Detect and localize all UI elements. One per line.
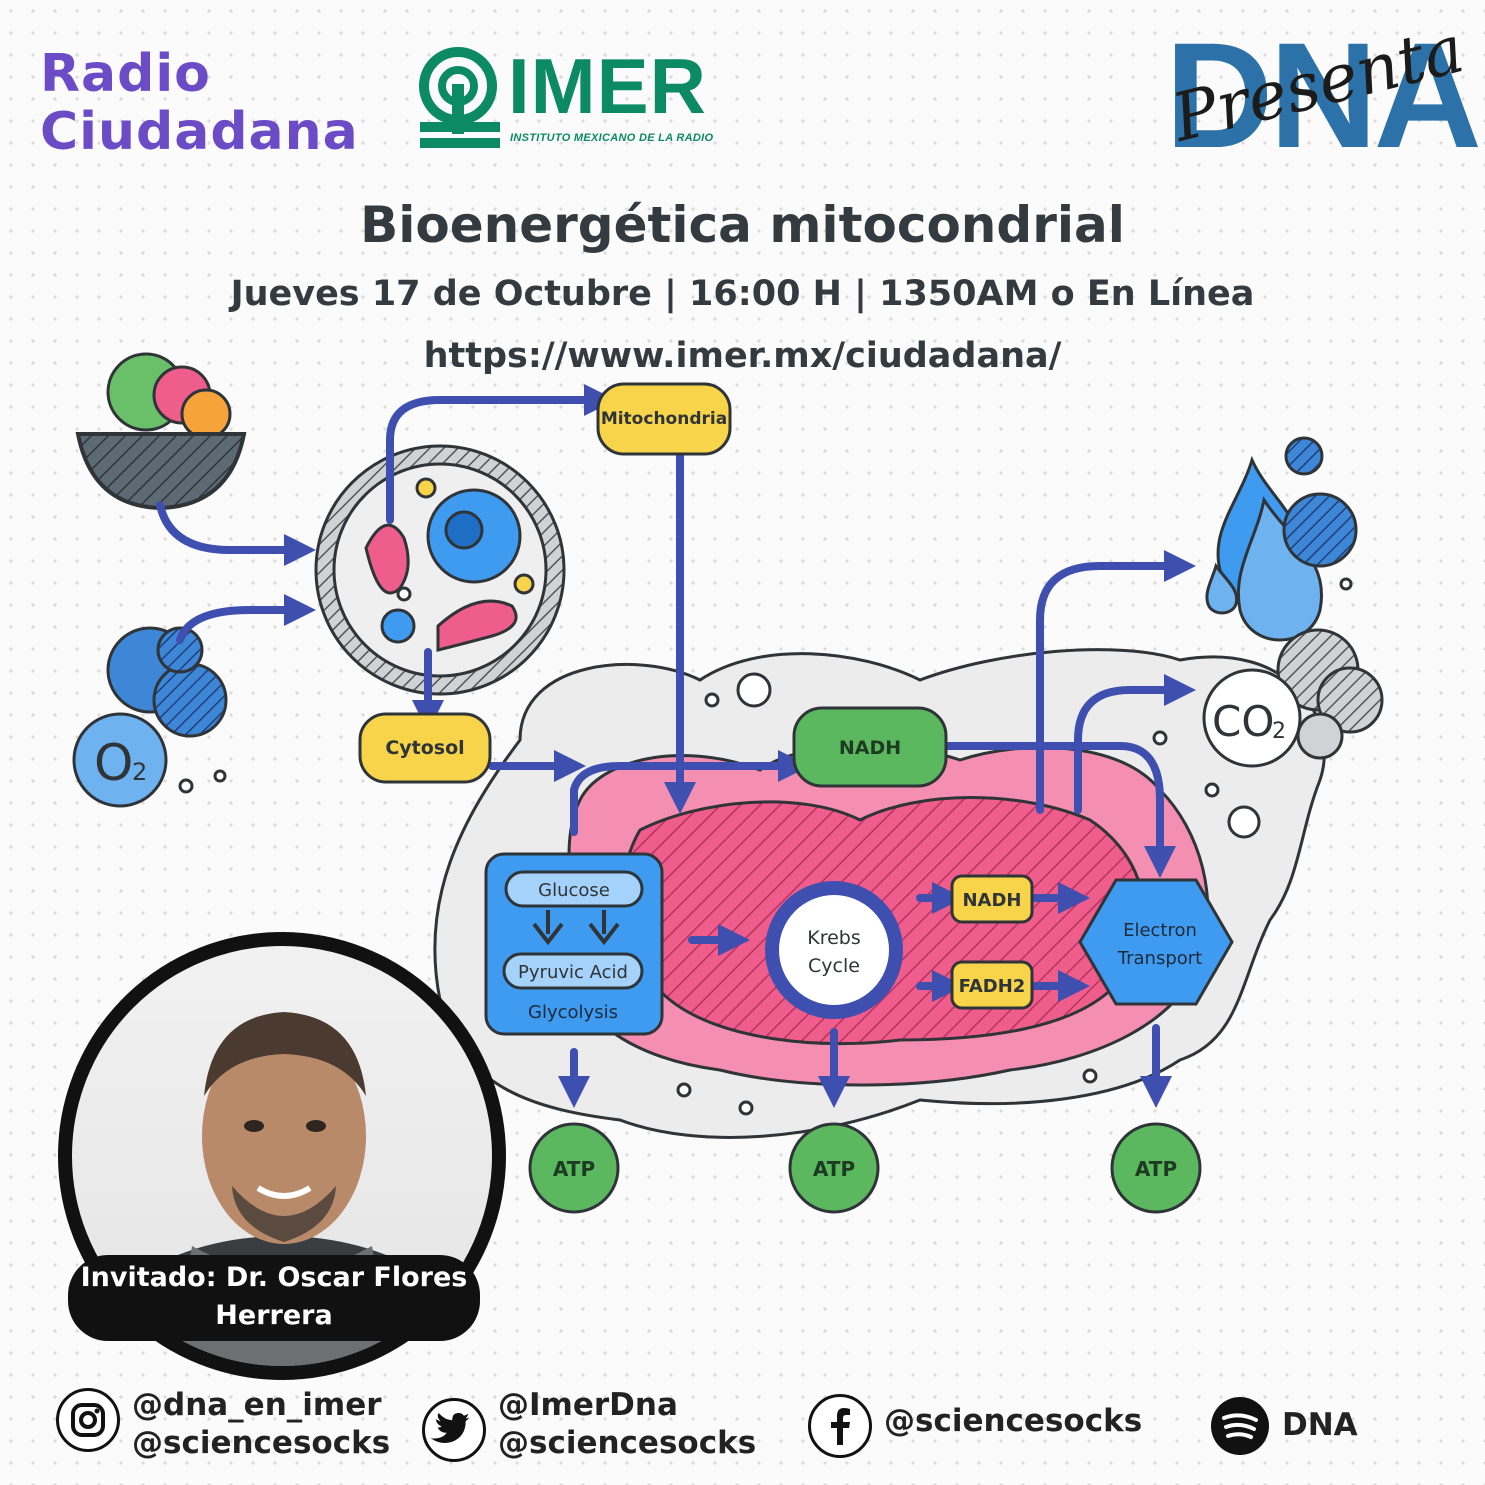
guest-name-line1: Invitado: Dr. Oscar Flores	[80, 1262, 468, 1293]
instagram-handles: @dna_en_imer @sciencesocks	[132, 1386, 390, 1462]
event-title: Bioenergética mitocondrial	[360, 196, 1125, 254]
atp-3-label: ATP	[1135, 1157, 1177, 1181]
co2-label: CO	[1212, 697, 1274, 746]
radio-ciudadana-logo: Radio Ciudadana	[40, 45, 359, 161]
imer-wordmark: IMER	[508, 42, 707, 130]
instagram-handle-2[interactable]: @sciencesocks	[132, 1425, 391, 1461]
instagram-handle-1[interactable]: @dna_en_imer	[132, 1387, 382, 1423]
event-url[interactable]: https://www.imer.mx/ciudadana/	[423, 336, 1062, 376]
co2-subscript: 2	[1272, 719, 1286, 744]
spotify-icon[interactable]	[1210, 1396, 1270, 1456]
cytosol-label-box: Cytosol	[358, 712, 492, 784]
facebook-icon[interactable]	[808, 1394, 872, 1458]
krebs-label-1: Krebs	[807, 927, 861, 949]
fadh2-box: FADH2	[950, 960, 1034, 1010]
instagram-icon[interactable]	[56, 1388, 120, 1452]
mitochondria-label-box: Mitochondria	[596, 382, 732, 456]
cytosol-label: Cytosol	[385, 737, 464, 759]
radio-logo-line1: Radio	[40, 44, 211, 104]
atp-1: ATP	[528, 1122, 620, 1214]
co2-cloud-icon: CO 2	[1202, 628, 1384, 768]
krebs-label-2: Cycle	[808, 955, 860, 977]
electron-label: Electron	[1123, 920, 1197, 941]
spotify-label[interactable]: DNA	[1282, 1407, 1358, 1443]
cell-illustration	[314, 444, 566, 696]
o2-subscript: 2	[132, 758, 147, 786]
imer-emblem-icon	[419, 47, 500, 148]
twitter-icon[interactable]	[422, 1398, 486, 1462]
nadh-mid-box: NADH	[950, 874, 1034, 924]
glycolysis-down-arrows-icon	[532, 910, 620, 946]
imer-subtitle: INSTITUTO MEXICANO DE LA RADIO	[510, 132, 714, 144]
twitter-handles: @ImerDna @sciencesocks	[498, 1386, 756, 1462]
flow-arrows	[156, 384, 1196, 1108]
twitter-handle-2[interactable]: @sciencesocks	[498, 1425, 757, 1461]
radio-logo-line2: Ciudadana	[40, 102, 359, 162]
decorative-bubbles	[676, 672, 1261, 1116]
electron-transport-box: Electron Transport	[1078, 878, 1234, 1006]
atp-2: ATP	[788, 1122, 880, 1214]
glycolysis-label: Glycolysis	[528, 1002, 618, 1023]
nadh-mid-label: NADH	[962, 890, 1021, 911]
facebook-handle[interactable]: @sciencesocks	[884, 1403, 1143, 1439]
guest-name-line2: Herrera	[215, 1300, 333, 1331]
fadh2-label: FADH2	[959, 976, 1026, 997]
nadh-top-box: NADH	[792, 706, 948, 788]
krebs-cycle-ring: Krebs Cycle	[765, 881, 903, 1019]
atp-2-label: ATP	[813, 1157, 855, 1181]
event-details: Jueves 17 de Octubre | 16:00 H | 1350AM …	[230, 274, 1255, 314]
oxygen-bubbles-icon: O 2	[72, 626, 228, 808]
twitter-handle-1[interactable]: @ImerDna	[498, 1387, 678, 1423]
mitochondria-label: Mitochondria	[601, 409, 727, 429]
imer-logo: IMER INSTITUTO MEXICANO DE LA RADIO	[418, 40, 728, 152]
o2-label: O	[94, 734, 133, 792]
nadh-top-label: NADH	[839, 737, 901, 759]
guest-name-badge: Invitado: Dr. Oscar Flores Herrera	[68, 1255, 480, 1341]
transport-label: Transport	[1117, 948, 1202, 969]
glucose-label: Glucose	[538, 880, 610, 901]
glycolysis-box: Glucose Pyruvic Acid Glycolysis	[484, 852, 664, 1036]
pyruvic-acid-label: Pyruvic Acid	[518, 962, 628, 983]
atp-3: ATP	[1110, 1122, 1202, 1214]
food-bowl-icon	[75, 352, 247, 511]
water-drops-icon	[1205, 436, 1358, 642]
dna-logo: DNA	[1165, 11, 1482, 179]
atp-1-label: ATP	[553, 1157, 595, 1181]
